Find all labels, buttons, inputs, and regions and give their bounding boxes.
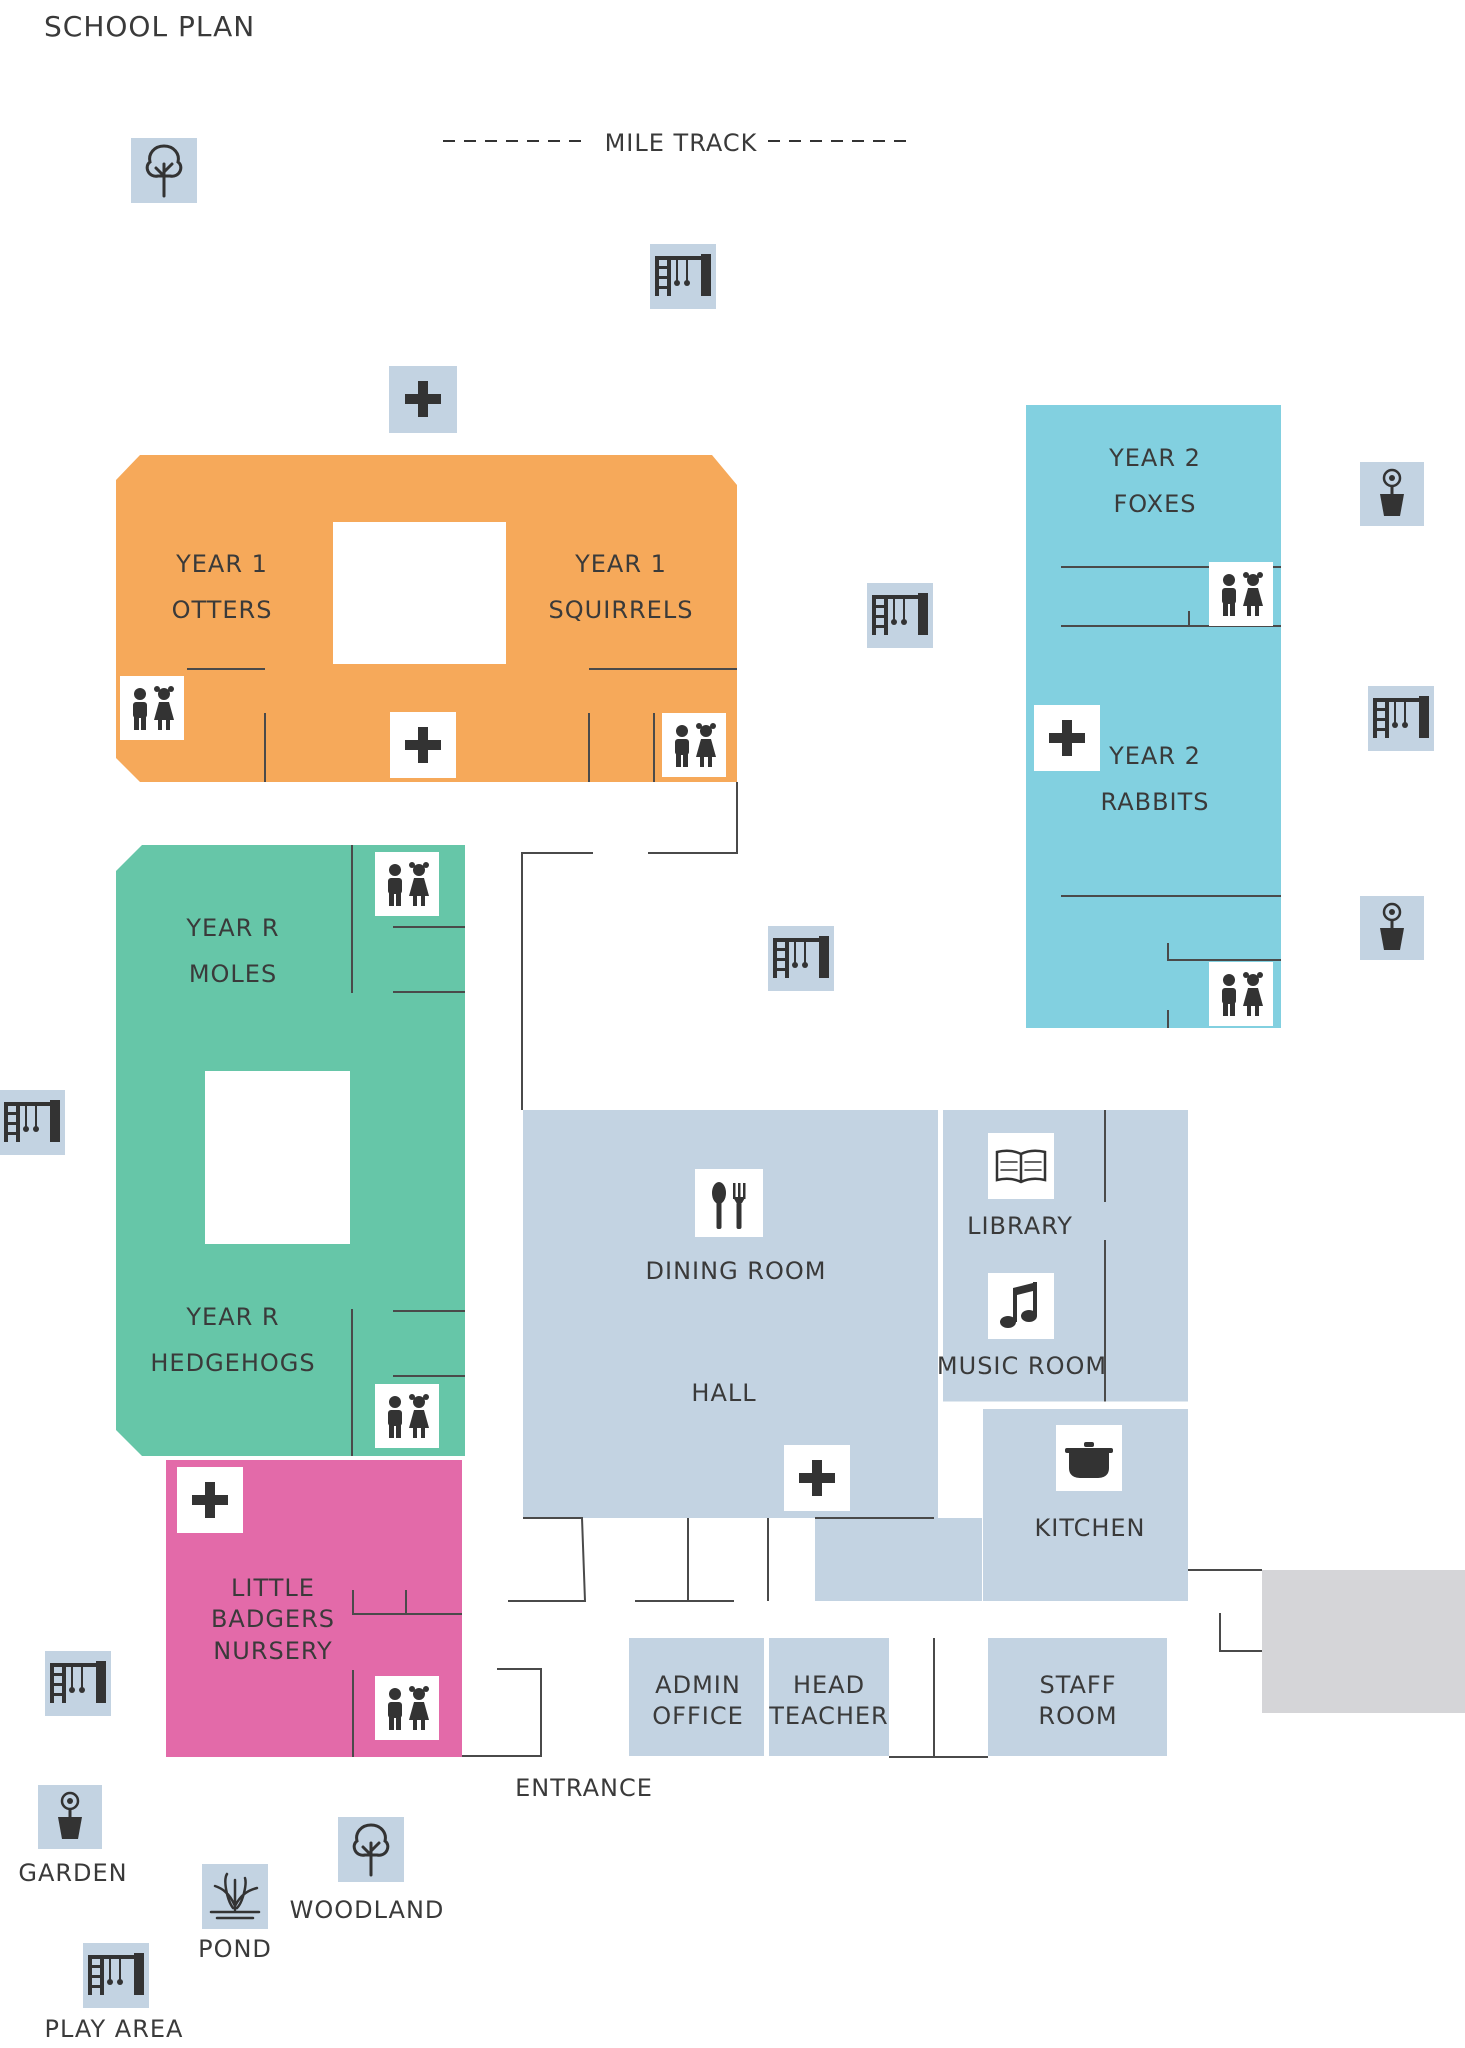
pond-label: POND — [198, 1935, 272, 1963]
first-aid-icon — [1034, 705, 1100, 771]
woodland-label: WOODLAND — [290, 1896, 445, 1924]
yearr-courtyard — [205, 1071, 350, 1244]
first-aid-icon — [177, 1467, 243, 1533]
head-teacher-block — [769, 1638, 889, 1756]
climbing-frame-icon — [867, 583, 933, 648]
cutlery-icon — [695, 1169, 763, 1237]
toilets-icon — [662, 713, 726, 777]
admin-office-line2: OFFICE — [652, 1702, 744, 1730]
toilets-icon — [120, 676, 184, 740]
year2-walls — [1061, 566, 1281, 1028]
year1-walls — [187, 668, 737, 782]
staff-room-block — [988, 1638, 1167, 1756]
kitchen-label: KITCHEN — [1035, 1514, 1146, 1542]
pond-plant-icon — [202, 1864, 268, 1929]
corridor-walls-lower — [508, 1517, 934, 1602]
dining-hall-annex — [815, 1518, 982, 1601]
flower-pot-icon — [38, 1785, 102, 1849]
flower-pot-icon — [1360, 896, 1424, 960]
nursery-line1: LITTLE — [231, 1574, 315, 1602]
staff-corridor-walls — [889, 1638, 988, 1758]
yearr-moles-line1: YEAR R — [185, 914, 279, 942]
climbing-frame-icon — [650, 244, 716, 309]
tree-icon — [338, 1817, 404, 1882]
year1-otters-line2: OTTERS — [172, 596, 273, 624]
climbing-frame-icon — [83, 1943, 149, 2008]
climbing-frame-icon — [1368, 686, 1434, 751]
corridor-walls-upper — [521, 782, 738, 1110]
flower-pot-icon — [1360, 462, 1424, 526]
garden-label: GARDEN — [18, 1859, 127, 1887]
mile-track-label: MILE TRACK — [605, 129, 758, 157]
year1-squirrels-line2: SQUIRRELS — [549, 596, 694, 624]
yearr-moles-line2: MOLES — [189, 960, 277, 988]
page-title: SCHOOL PLAN — [44, 10, 255, 43]
year1-courtyard — [333, 522, 506, 664]
year2-rabbits-line1: YEAR 2 — [1108, 742, 1201, 770]
head-teacher-line1: HEAD — [793, 1671, 865, 1699]
year2-rabbits-line2: RABBITS — [1100, 788, 1209, 816]
outbuilding-block — [1262, 1570, 1465, 1713]
year1-squirrels-line1: YEAR 1 — [574, 550, 667, 578]
hall-label: HALL — [691, 1379, 756, 1407]
library-label: LIBRARY — [967, 1212, 1073, 1240]
first-aid-icon — [389, 366, 457, 433]
play-area-label: PLAY AREA — [45, 2015, 184, 2043]
toilets-icon — [375, 1676, 439, 1740]
yearr-hedgehogs-line2: HEDGEHOGS — [150, 1349, 315, 1377]
cooking-pot-icon — [1056, 1425, 1122, 1491]
tree-icon — [131, 138, 197, 203]
toilets-icon — [1209, 962, 1273, 1026]
yearr-walls — [351, 845, 465, 1456]
outbuilding-walls — [1188, 1569, 1262, 1652]
admin-office-line1: ADMIN — [655, 1671, 741, 1699]
first-aid-icon — [784, 1445, 850, 1511]
year2-foxes-line1: YEAR 2 — [1108, 444, 1201, 472]
yearr-hedgehogs-line1: YEAR R — [185, 1303, 279, 1331]
climbing-frame-icon — [768, 926, 834, 991]
year1-otters-line1: YEAR 1 — [175, 550, 268, 578]
nursery-line3: NURSERY — [213, 1637, 332, 1665]
nursery-line2: BADGERS — [211, 1605, 335, 1633]
first-aid-icon — [390, 712, 456, 778]
staff-room-line1: STAFF — [1039, 1671, 1116, 1699]
entrance-label: ENTRANCE — [515, 1774, 653, 1802]
entrance-walls — [462, 1668, 542, 1757]
book-icon — [988, 1133, 1054, 1199]
toilets-icon — [375, 852, 439, 916]
dining-room-label: DINING ROOM — [646, 1257, 827, 1285]
climbing-frame-icon — [45, 1651, 111, 1716]
head-teacher-line2: TEACHER — [768, 1702, 888, 1730]
climbing-frame-icon — [0, 1090, 65, 1155]
music-room-label: MUSIC ROOM — [937, 1352, 1107, 1380]
music-note-icon — [988, 1273, 1054, 1339]
nursery-walls — [352, 1590, 462, 1757]
staff-room-line2: ROOM — [1038, 1702, 1117, 1730]
library-music-block — [943, 1110, 1188, 1404]
admin-office-block — [629, 1638, 764, 1756]
toilets-icon — [1209, 562, 1273, 626]
toilets-icon — [375, 1384, 439, 1448]
year2-foxes-line2: FOXES — [1114, 490, 1197, 518]
